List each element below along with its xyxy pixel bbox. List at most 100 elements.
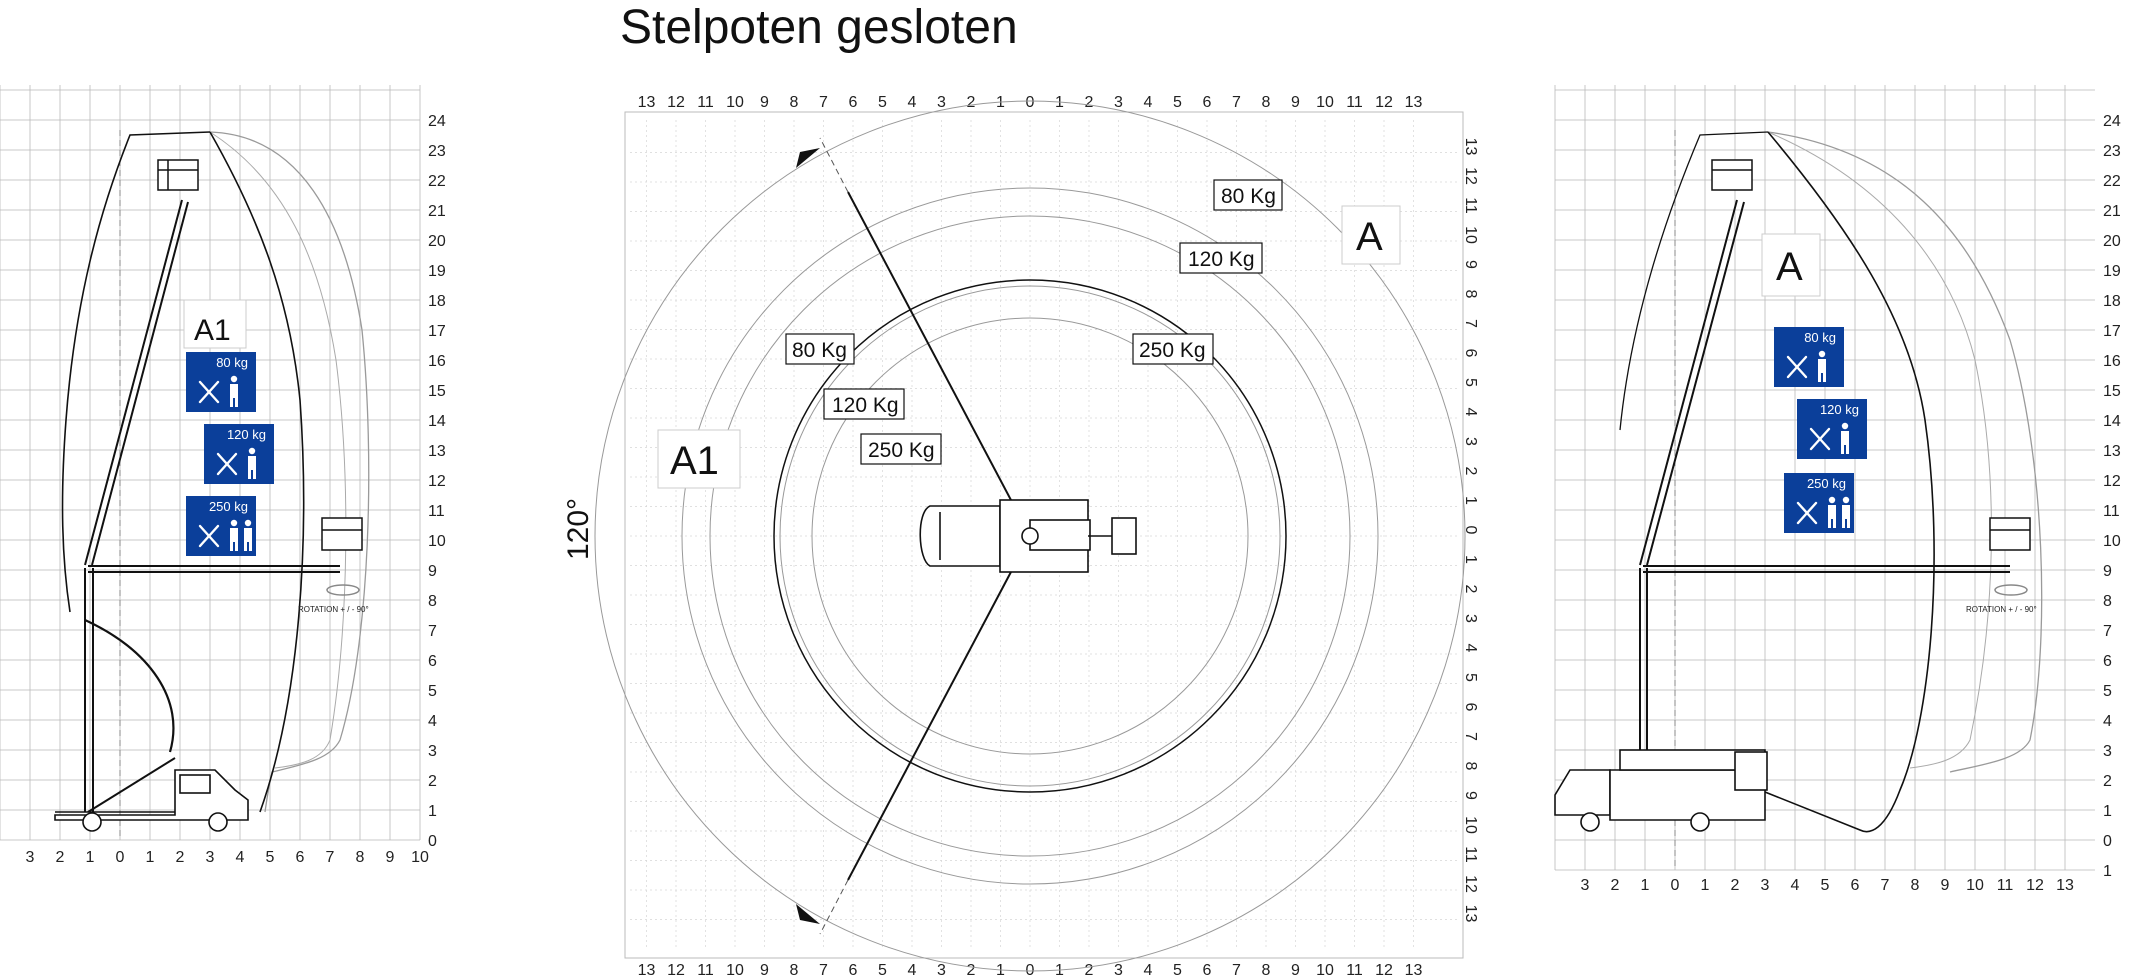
svg-text:250 Kg: 250 Kg bbox=[1139, 339, 1206, 362]
y-tick-label: 4 bbox=[2103, 713, 2112, 730]
worker-icon bbox=[1842, 496, 1850, 528]
left-rotation-label: ROTATION + / - 90° bbox=[298, 605, 369, 614]
left-envelope-back bbox=[61, 131, 211, 613]
y-tick-label: 8 bbox=[1462, 762, 1479, 771]
x-tick-label: 3 bbox=[1114, 94, 1123, 111]
y-tick-label: 18 bbox=[428, 293, 446, 310]
x-tick-label: 5 bbox=[1173, 962, 1182, 979]
y-tick-label: 7 bbox=[1462, 319, 1479, 328]
x-tick-label: 8 bbox=[790, 94, 799, 111]
y-tick-label: 5 bbox=[1462, 673, 1479, 682]
x-tick-label: 13 bbox=[1405, 962, 1423, 979]
y-tick-label: 12 bbox=[1462, 167, 1479, 185]
y-tick-label: 0 bbox=[428, 833, 437, 850]
y-tick-label: 12 bbox=[428, 473, 446, 490]
x-tick-label: 3 bbox=[937, 962, 946, 979]
y-tick-label: 6 bbox=[1462, 703, 1479, 712]
tools-icon bbox=[216, 452, 238, 476]
y-tick-label: 8 bbox=[428, 593, 437, 610]
tools-icon bbox=[198, 380, 220, 404]
reach-circle-80-a1 bbox=[594, 100, 1466, 972]
y-tick-label: 3 bbox=[428, 743, 437, 760]
left-envelope-mid bbox=[209, 131, 347, 769]
y-tick-label: 23 bbox=[428, 143, 446, 160]
x-tick-label: 10 bbox=[1316, 94, 1334, 111]
right-zone-box bbox=[1761, 233, 1821, 297]
load-label-a1-250: 250 Kg bbox=[860, 433, 942, 465]
x-tick-label: 0 bbox=[1026, 94, 1035, 111]
y-tick-label: 22 bbox=[428, 173, 446, 190]
x-tick-label: 11 bbox=[697, 94, 714, 111]
left-basket-side bbox=[321, 517, 363, 596]
y-tick-label: 10 bbox=[428, 533, 446, 550]
svg-text:80 Kg: 80 Kg bbox=[1221, 185, 1276, 208]
x-tick-label: 2 bbox=[967, 962, 976, 979]
y-tick-label: 22 bbox=[2103, 173, 2121, 190]
x-tick-label: 3 bbox=[1761, 877, 1770, 894]
right-envelope-back bbox=[1619, 131, 1769, 431]
load-label-a1-80: 80 Kg bbox=[785, 333, 855, 365]
left-zone-label: A1 bbox=[194, 314, 231, 347]
svg-text:250 Kg: 250 Kg bbox=[868, 439, 935, 462]
x-tick-label: 9 bbox=[386, 849, 395, 866]
center-zone-a-box bbox=[1341, 205, 1401, 265]
y-tick-label: 3 bbox=[1462, 614, 1479, 623]
svg-text:80 Kg: 80 Kg bbox=[792, 339, 847, 362]
x-tick-label: 4 bbox=[908, 962, 917, 979]
right-basket-side bbox=[1989, 517, 2031, 596]
left-zone-box bbox=[183, 299, 247, 349]
x-tick-label: 1 bbox=[1055, 94, 1064, 111]
x-tick-label: 1 bbox=[1701, 877, 1710, 894]
y-tick-label: 9 bbox=[428, 563, 437, 580]
x-tick-label: 9 bbox=[760, 962, 769, 979]
load-label-a-80: 80 Kg bbox=[1213, 179, 1283, 211]
y-tick-label: 15 bbox=[2103, 383, 2121, 400]
x-tick-label: 8 bbox=[790, 962, 799, 979]
svg-text:120 Kg: 120 Kg bbox=[1188, 248, 1255, 271]
reach-circle-80-a bbox=[681, 187, 1379, 885]
y-tick-label: 8 bbox=[1462, 290, 1479, 299]
right-zone-label: A bbox=[1776, 245, 1803, 289]
y-tick-label: 16 bbox=[428, 353, 446, 370]
x-tick-label: 10 bbox=[411, 849, 429, 866]
x-tick-label: 6 bbox=[1203, 94, 1212, 111]
x-tick-label: 7 bbox=[1232, 94, 1241, 111]
y-tick-label: 3 bbox=[1462, 437, 1479, 446]
y-tick-label: 17 bbox=[2103, 323, 2121, 340]
x-tick-label: 12 bbox=[1375, 94, 1393, 111]
center-zone-a1: A1 bbox=[670, 439, 719, 483]
x-tick-label: 6 bbox=[1203, 962, 1212, 979]
y-tick-label: 19 bbox=[2103, 263, 2121, 280]
right-rotation-label: ROTATION + / - 90° bbox=[1966, 605, 2037, 614]
page-title: Stelpoten gesloten bbox=[620, 1, 1018, 54]
x-tick-label: 6 bbox=[849, 94, 858, 111]
y-tick-label: 7 bbox=[1462, 732, 1479, 741]
x-tick-label: 8 bbox=[1262, 94, 1271, 111]
x-tick-label: 7 bbox=[1881, 877, 1890, 894]
y-tick-label: 9 bbox=[2103, 563, 2112, 580]
worker-icon bbox=[244, 519, 252, 551]
y-tick-label: 15 bbox=[428, 383, 446, 400]
x-tick-label: 1 bbox=[146, 849, 155, 866]
x-tick-label: 3 bbox=[937, 94, 946, 111]
y-tick-label: 4 bbox=[1462, 644, 1479, 653]
x-tick-label: 11 bbox=[697, 962, 714, 979]
y-tick-label: 11 bbox=[428, 503, 445, 520]
y-tick-label: 13 bbox=[1462, 138, 1479, 156]
right-load-sign: 120 kg bbox=[1797, 399, 1867, 459]
x-tick-label: 13 bbox=[638, 962, 656, 979]
y-tick-label: 2 bbox=[2103, 773, 2112, 790]
x-tick-label: 12 bbox=[667, 962, 685, 979]
x-tick-label: 4 bbox=[236, 849, 245, 866]
sign-load-label: 250 kg bbox=[1807, 476, 1846, 491]
x-tick-label: 7 bbox=[326, 849, 335, 866]
right-truck-icon bbox=[1554, 749, 1768, 832]
x-tick-label: 9 bbox=[1291, 94, 1300, 111]
right-load-sign: 80 kg bbox=[1774, 327, 1844, 387]
x-tick-label: 2 bbox=[1731, 877, 1740, 894]
